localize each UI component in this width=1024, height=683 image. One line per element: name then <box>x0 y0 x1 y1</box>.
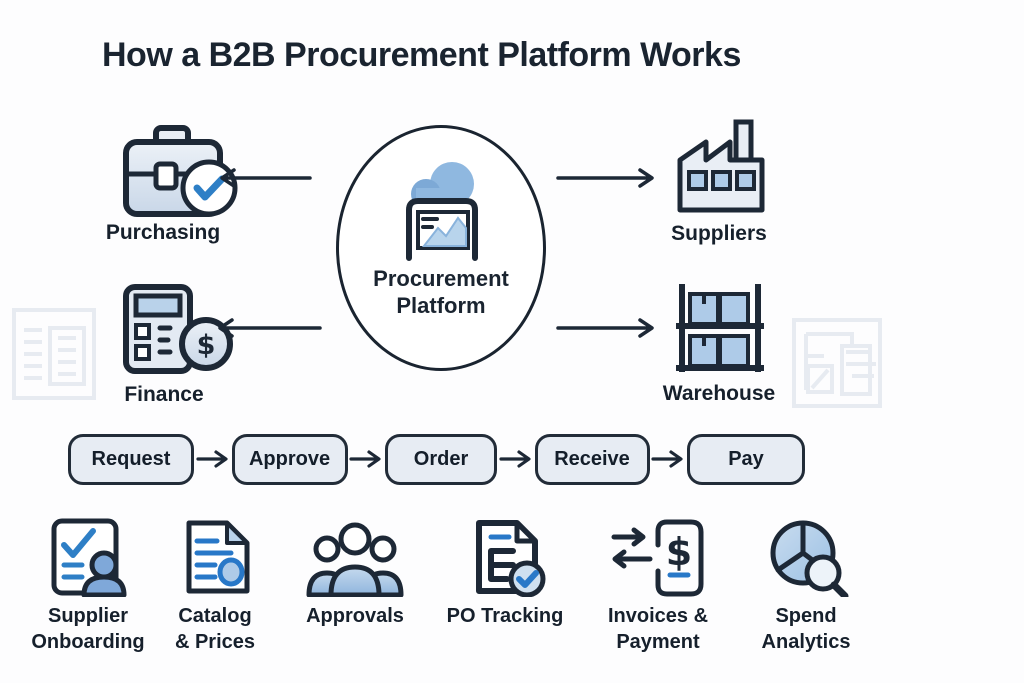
feature-label-invoices-payment: Invoices & Payment <box>607 605 709 653</box>
feature-label-spend-analytics: Spend Analytics <box>761 605 851 653</box>
feature-label-catalog-prices: Catalog & Prices <box>174 605 256 653</box>
flow-arrow-icon <box>651 450 683 468</box>
people-group-icon <box>306 522 404 597</box>
feature-invoices-payment: $ Invoices & Payment <box>578 515 738 655</box>
document-check-badge-icon <box>476 520 546 597</box>
feature-label-po-tracking: PO Tracking <box>446 605 564 627</box>
transfer-arrows-dollar-icon: $ <box>611 519 704 597</box>
arrow-right-to-warehouse-icon <box>556 318 654 338</box>
flow-arrow-icon <box>499 450 531 468</box>
arrow-right-to-suppliers-icon <box>556 168 654 188</box>
workflow-row: Request Approve Order Receive Pay <box>68 433 805 485</box>
watermark-document-icon <box>12 308 96 400</box>
node-label-warehouse: Warehouse <box>662 382 776 405</box>
feature-label-supplier-onboarding: Supplier Onboarding <box>31 605 145 653</box>
svg-text:$: $ <box>666 530 692 574</box>
platform-label-line1: Procurement <box>373 266 509 291</box>
feature-supplier-onboarding: Supplier Onboarding <box>8 515 168 655</box>
pie-chart-magnifier-icon <box>770 520 849 597</box>
shelf-boxes-icon <box>676 284 764 372</box>
flow-arrow-icon <box>196 450 228 468</box>
flow-arrow-icon <box>349 450 381 468</box>
page-title: How a B2B Procurement Platform Works <box>102 36 741 74</box>
document-price-list-icon <box>186 520 250 594</box>
calculator-dollar-icon: $ <box>123 284 233 374</box>
workflow-step-receive[interactable]: Receive <box>534 433 650 485</box>
feature-catalog-prices: Catalog & Prices <box>135 515 295 655</box>
procurement-platform-node: Procurement Platform <box>336 125 546 371</box>
procurement-platform-label: Procurement Platform <box>373 266 509 320</box>
workflow-step-order[interactable]: Order <box>385 433 497 485</box>
cloud-dashboard-icon <box>406 162 478 261</box>
workflow-step-request[interactable]: Request <box>68 433 194 485</box>
arrow-left-to-finance-icon <box>218 318 322 338</box>
workflow-step-approve[interactable]: Approve <box>231 433 348 485</box>
arrow-left-to-purchasing-icon <box>220 168 312 188</box>
feature-label-approvals: Approvals <box>306 605 404 627</box>
svg-text:$: $ <box>197 330 216 361</box>
node-label-finance: Finance <box>124 383 204 406</box>
feature-spend-analytics: Spend Analytics <box>726 515 886 655</box>
feature-po-tracking: PO Tracking <box>425 515 585 629</box>
document-check-person-icon <box>51 518 127 597</box>
node-label-suppliers: Suppliers <box>671 222 767 245</box>
briefcase-check-icon <box>123 125 238 217</box>
node-label-purchasing: Purchasing <box>105 221 221 244</box>
platform-label-line2: Platform <box>396 292 486 318</box>
factory-icon <box>677 119 765 213</box>
workflow-step-pay[interactable]: Pay <box>687 433 805 485</box>
watermark-window-icon <box>792 318 882 408</box>
feature-approvals: Approvals <box>275 515 435 629</box>
